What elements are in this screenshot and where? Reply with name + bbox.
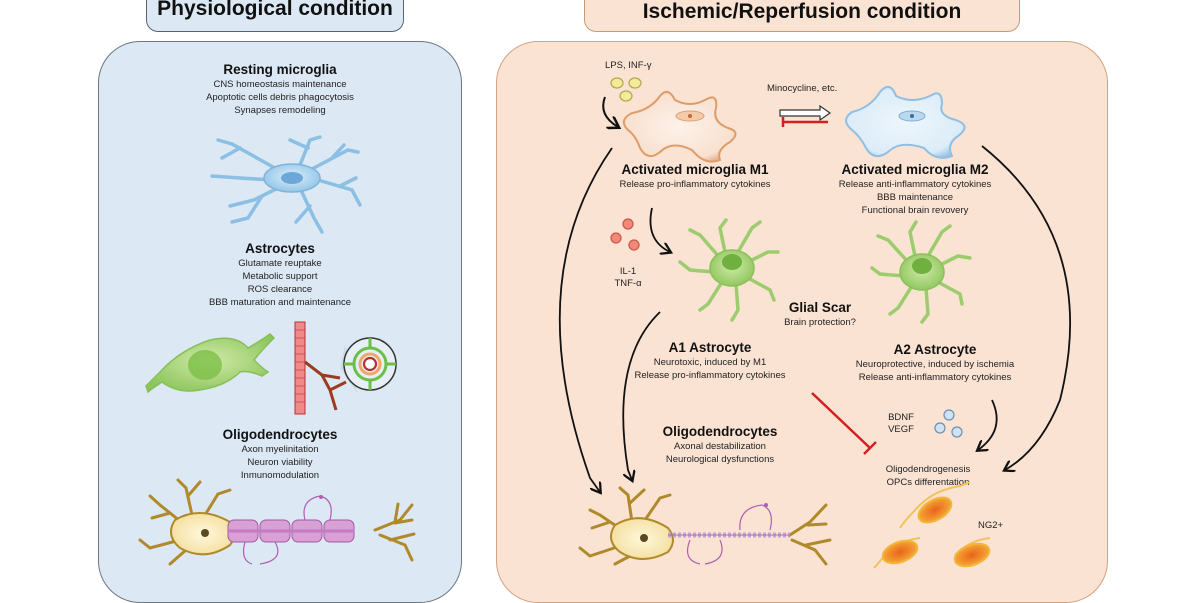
astrocytes-line: Metabolic support — [242, 271, 318, 282]
il1-label: IL-1 — [619, 266, 637, 277]
a2-line: Neuroprotective, induced by ischemia — [855, 359, 1015, 370]
resting-microglia-nucleus — [281, 172, 303, 184]
a2-title: A2 Astrocyte — [893, 342, 977, 357]
physiological-astrocyte-illustration — [145, 333, 276, 394]
astrocytes-title: Astrocytes — [245, 241, 315, 256]
opc-cells-illustration — [873, 481, 991, 569]
ischemic-oligodendrocytes-line: Neurological dysfunctions — [665, 454, 775, 465]
m1-line: Release pro-inflammatory cytokines — [619, 179, 771, 190]
ischemic-neuron-illustration — [578, 486, 832, 566]
m2-title: Activated microglia M2 — [841, 162, 989, 177]
m2-to-regeneration-arrow — [981, 145, 1071, 470]
a2-to-regeneration-arrow — [978, 399, 998, 450]
oligodendrocytes-line: Axon myelinitation — [241, 444, 319, 455]
astrocytes-line: ROS clearance — [247, 284, 313, 295]
resting-microglia-line: Synapses remodeling — [234, 105, 326, 116]
ischemic-oligodendrocytes-block: Oligodendrocytes Axonal destabilization … — [640, 424, 800, 466]
physiological-panel — [98, 41, 462, 603]
regeneration-line: OPCs differentation — [886, 477, 970, 488]
resting-microglia-line: Apoptotic cells debris phagocytosis — [206, 92, 354, 103]
regeneration-line: Oligodendrogenesis — [885, 464, 971, 475]
physiological-header-text: Physiological condition — [157, 0, 393, 20]
a1-line: Neurotoxic, induced by M1 — [653, 357, 767, 368]
lps-particles — [610, 77, 642, 102]
astrocytes-line: Glutamate reuptake — [238, 258, 322, 269]
blood-vessel-illustration — [294, 321, 397, 415]
m2-line: BBB maintenance — [876, 192, 954, 203]
diagram-graphics — [138, 77, 1071, 569]
oligodendrocytes-line: Neuron viability — [247, 457, 313, 468]
minocycline-label: Minocycline, etc. — [767, 83, 838, 94]
m2-line: Release anti-inflammatory cytokines — [838, 179, 992, 190]
ischemic-oligodendrocytes-title: Oligodendrocytes — [662, 424, 778, 439]
lps-arrow — [602, 96, 618, 127]
minocycline-arrow — [779, 104, 832, 122]
m1-to-neuron-arrow — [558, 147, 613, 492]
m1-block: Activated microglia M1 Release pro-infla… — [580, 162, 810, 191]
growth-factors-label: BDNF VEGF — [884, 412, 918, 436]
m2-microglia-illustration — [845, 85, 966, 159]
ischemic-panel — [496, 41, 1108, 603]
resting-microglia-illustration — [210, 135, 362, 234]
m2-block: Activated microglia M2 Release anti-infl… — [800, 162, 1030, 217]
physiological-neuron-illustration — [138, 478, 416, 566]
a1-astrocyte-illustration — [678, 218, 780, 322]
bdnf-label: BDNF — [888, 412, 914, 423]
a1-line: Release pro-inflammatory cytokines — [634, 370, 786, 381]
physiological-header: Physiological condition — [146, 0, 404, 32]
glial-scar-line: Brain protection? — [784, 317, 856, 328]
astrocytes-line: BBB maturation and maintenance — [208, 297, 352, 308]
ischemic-header-text: Ischemic/Reperfusion condition — [642, 0, 962, 23]
tnf-alpha-label: TNF-α — [614, 278, 642, 289]
a2-line: Release anti-inflammatory cytokines — [858, 372, 1012, 383]
cytokine-particles — [610, 218, 640, 251]
m1-to-a1-arrow — [649, 207, 670, 252]
ischemic-oligodendrocytes-line: Axonal destabilization — [674, 441, 766, 452]
growth-factor-particles — [934, 409, 963, 438]
m1-title: Activated microglia M1 — [621, 162, 769, 177]
a1-astrocyte-block: A1 Astrocyte Neurotoxic, induced by M1 R… — [610, 340, 810, 382]
oligodendrocytes-title: Oligodendrocytes — [222, 427, 338, 442]
regeneration-block: Oligodendrogenesis OPCs differentation — [868, 463, 988, 489]
resting-microglia-line: CNS homeostasis maintenance — [213, 79, 347, 90]
ischemic-header: Ischemic/Reperfusion condition — [584, 0, 1020, 32]
a2-astrocyte-illustration — [870, 220, 972, 324]
a1-title: A1 Astrocyte — [668, 340, 752, 355]
resting-microglia-title: Resting microglia — [223, 62, 337, 77]
a2-astrocyte-block: A2 Astrocyte Neuroprotective, induced by… — [830, 342, 1040, 384]
ng2-label: NG2+ — [978, 520, 1004, 531]
glial-scar-title: Glial Scar — [788, 300, 852, 315]
a1-inhibition-line — [811, 392, 877, 455]
oligodendrocytes-block: Oligodendrocytes Axon myelinitation Neur… — [130, 427, 430, 482]
m1-microglia-illustration — [622, 90, 737, 163]
resting-microglia-block: Resting microglia CNS homeostasis mainte… — [130, 62, 430, 117]
m1-to-m2-inhibition — [781, 117, 828, 127]
a1-to-oligodendrocytes-arrow — [622, 311, 661, 480]
oligodendrocytes-line: Inmunomodulation — [240, 470, 320, 481]
m2-line: Functional brain revovery — [861, 205, 969, 216]
glial-scar-block: Glial Scar Brain protection? — [770, 300, 870, 329]
astrocytes-block: Astrocytes Glutamate reuptake Metabolic … — [130, 241, 430, 309]
cytokines-label: IL-1 TNF-α — [606, 266, 650, 290]
vegf-label: VEGF — [888, 424, 914, 435]
lps-inf-label: LPS, INF-γ — [605, 60, 652, 71]
